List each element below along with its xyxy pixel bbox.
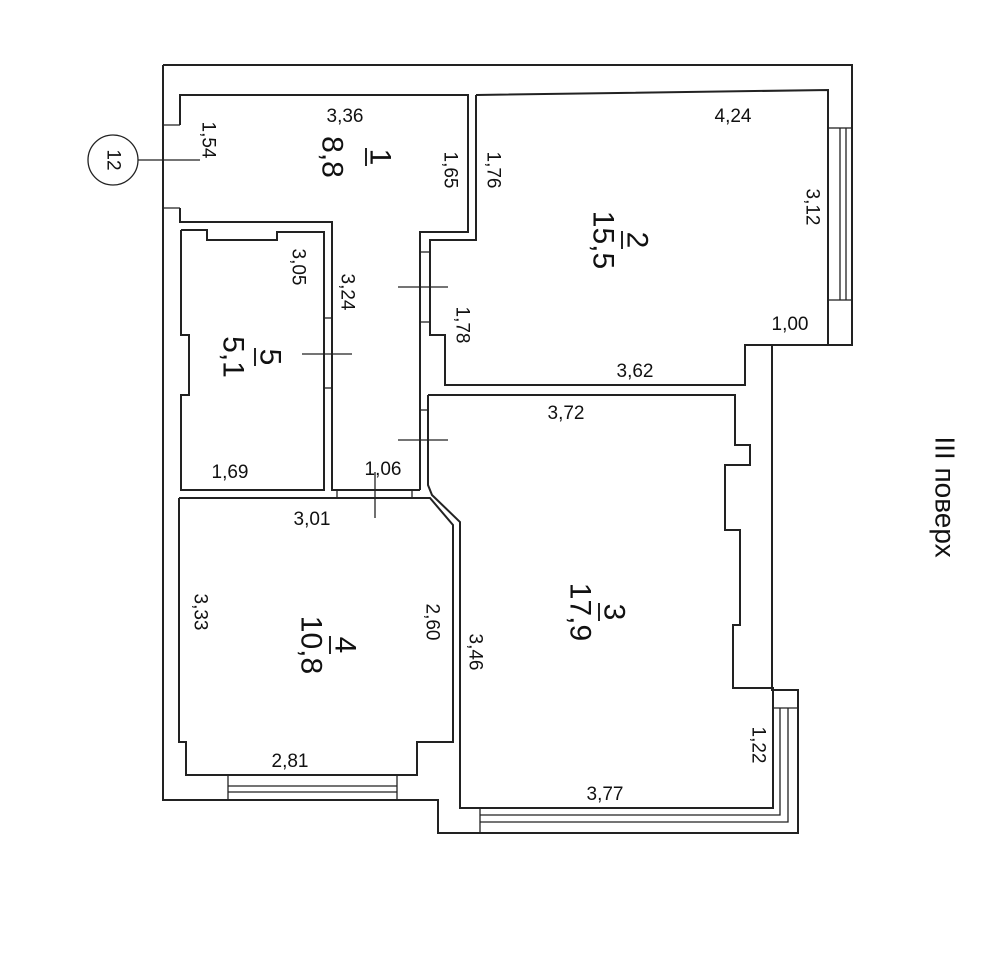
room-2-label: 2 15,5 (587, 211, 654, 269)
dim-label: 3,77 (587, 784, 624, 805)
dim-label: 3,05 (288, 249, 309, 286)
outer-wall (162, 64, 853, 834)
room-1-wall (179, 94, 469, 490)
window-room-2 (827, 127, 853, 301)
dim-label: 3,72 (548, 403, 585, 424)
dim-label: 1,76 (483, 152, 504, 189)
dim-label: 4,24 (715, 106, 752, 127)
room-area: 15,5 (587, 211, 620, 269)
room-number: 5 (254, 349, 287, 366)
dim-label: 1,22 (748, 727, 769, 764)
dim-label: 3,62 (617, 361, 654, 382)
room-area: 10,8 (295, 616, 328, 674)
room-number: 4 (329, 637, 362, 654)
room-4-wall (178, 497, 454, 776)
dim-label: 3,46 (465, 634, 486, 671)
door-marks (302, 251, 448, 518)
room-area: 8,8 (316, 136, 349, 178)
window-room-4 (227, 774, 398, 801)
dim-label: 1,65 (440, 152, 461, 189)
dim-label: 3,01 (294, 509, 331, 530)
dim-label: 3,24 (337, 274, 358, 311)
room-3-wall (427, 394, 774, 809)
dim-label: 1,00 (772, 314, 809, 335)
axis-marker: 12 (87, 134, 200, 186)
room-number: 3 (598, 604, 631, 621)
dimensions: 3,36 4,24 1,00 3,62 1,69 1,06 3,72 3,01 … (190, 106, 823, 805)
room-1-lower-wall (179, 208, 420, 491)
room-4-label: 4 10,8 (295, 616, 362, 674)
room-area: 17,9 (564, 583, 597, 641)
dim-label: 2,60 (422, 604, 443, 641)
room-number: 2 (621, 232, 654, 249)
window-room-3 (479, 707, 798, 833)
floor-label: III поверх (930, 436, 961, 557)
axis-marker-label: 12 (103, 149, 124, 170)
dim-label: 3,36 (327, 106, 364, 127)
dim-label: 3,12 (802, 189, 823, 226)
dim-label: 3,33 (190, 594, 211, 631)
dim-label: 1,06 (365, 459, 402, 480)
room-5-wall (180, 229, 325, 491)
dim-label: 2,81 (272, 751, 309, 772)
entrance-opening (163, 124, 180, 209)
room-number: 1 (364, 149, 397, 166)
room-1-label: 1 8,8 (316, 136, 397, 178)
dim-label: 1,69 (212, 462, 249, 483)
room-5-label: 5 5,1 (217, 336, 287, 378)
room-3-label: 3 17,9 (564, 583, 631, 641)
dim-label: 1,54 (198, 122, 219, 159)
room-area: 5,1 (217, 336, 250, 378)
dim-label: 1,78 (452, 307, 473, 344)
